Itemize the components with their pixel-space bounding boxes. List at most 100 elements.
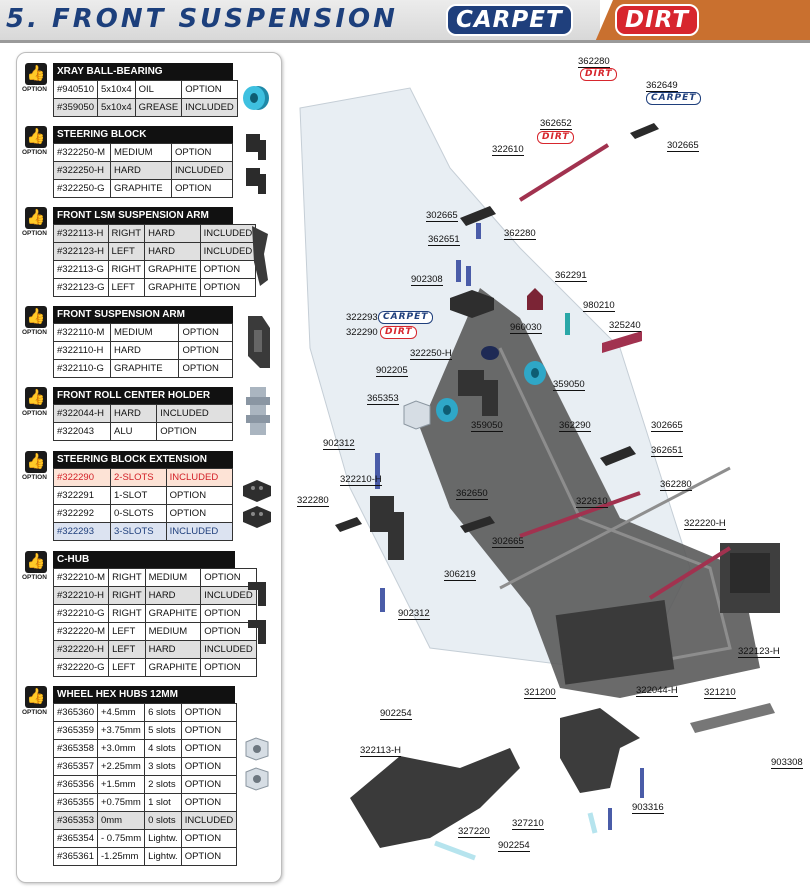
- extension-362291: [527, 288, 543, 310]
- part-label: 902254: [498, 840, 530, 852]
- steering-extension-icon: [243, 480, 271, 528]
- part-label: 327210: [512, 818, 544, 830]
- carpet-tag: CARPET: [378, 311, 434, 324]
- part-label: 359050: [553, 379, 585, 391]
- option-badge: 👍OPTION: [22, 63, 52, 93]
- thumbs-up-icon: 👍: [25, 551, 47, 573]
- page-header: 5. FRONT SUSPENSION CARPET DIRT: [0, 0, 810, 43]
- hex-hub-part: [403, 400, 431, 430]
- lsm-arm-icon: [252, 226, 268, 286]
- part-label: 325240: [609, 320, 641, 332]
- part-label: 902308: [411, 274, 443, 286]
- part-label: 365353: [367, 393, 399, 405]
- thumbs-up-icon: 👍: [25, 306, 47, 328]
- section-title: FRONT SUSPENSION ARM: [53, 306, 233, 323]
- part-label: 362652: [540, 118, 572, 130]
- part-label: 321200: [524, 687, 556, 699]
- section-title: FRONT LSM SUSPENSION ARM: [53, 207, 233, 224]
- part-label: 302665: [426, 210, 458, 222]
- header-divider: [0, 40, 810, 43]
- dirt-tag: DIRT: [380, 326, 418, 339]
- roll-center-holder: [555, 599, 675, 685]
- part-label: 322113-H: [360, 745, 402, 757]
- part-label: 322210-H: [340, 474, 382, 486]
- part-label: 302665: [667, 140, 699, 152]
- pin-980210: [565, 313, 570, 335]
- turnbuckle-lower: [519, 491, 641, 538]
- lower-arm-322113-h: [350, 748, 520, 848]
- part-label: 306219: [444, 569, 476, 581]
- part-label: 902312: [323, 438, 355, 450]
- part-label: 322250-H: [410, 348, 452, 360]
- bearing-icon: [243, 86, 269, 110]
- part-label: 903316: [632, 802, 664, 814]
- carpet-logo: CARPET: [446, 4, 573, 36]
- page-title: 5. FRONT SUSPENSION: [6, 4, 398, 34]
- pin-327220: [434, 840, 476, 861]
- part-label: 362650: [456, 488, 488, 500]
- part-label: 362280: [660, 479, 692, 491]
- part-label: 327220: [458, 826, 490, 838]
- pin-327210: [587, 812, 598, 834]
- dirt-tag: DIRT: [580, 68, 618, 81]
- carpet-tag: CARPET: [646, 92, 702, 105]
- part-label: 302665: [651, 420, 683, 432]
- roll-center-holder-icon: [246, 387, 270, 435]
- brace-321210: [690, 703, 775, 733]
- part-label: 322280: [297, 495, 329, 507]
- option-label: OPTION: [22, 574, 47, 581]
- dirt-logo: DIRT: [615, 4, 700, 36]
- c-hub-icon: [248, 582, 266, 644]
- dirt-tag: DIRT: [537, 131, 575, 144]
- section-title: STEERING BLOCK: [53, 126, 233, 143]
- part-label: 322293: [346, 312, 378, 323]
- part-label: 322290: [346, 327, 378, 338]
- part-label: 322610: [492, 144, 524, 156]
- part-label: 302665: [492, 536, 524, 548]
- thumbs-up-icon: 👍: [25, 126, 47, 148]
- thumbs-up-icon: 👍: [25, 207, 47, 229]
- part-label: 322123-H: [738, 646, 780, 658]
- option-label: OPTION: [22, 230, 47, 237]
- thumbs-up-icon: 👍: [25, 686, 47, 708]
- pin-325240: [602, 331, 642, 353]
- part-label: 362280: [504, 228, 536, 240]
- option-label: OPTION: [22, 329, 47, 336]
- part-label: 902205: [376, 365, 408, 377]
- option-label: OPTION: [22, 86, 47, 93]
- section-title: FRONT ROLL CENTER HOLDER: [53, 387, 233, 404]
- front-arm-icon: [248, 316, 270, 368]
- part-label: 902254: [380, 708, 412, 720]
- part-label: 322610: [576, 496, 608, 508]
- chassis-tub: [420, 288, 760, 698]
- option-label: OPTION: [22, 410, 47, 417]
- c-hub-left: [370, 496, 404, 560]
